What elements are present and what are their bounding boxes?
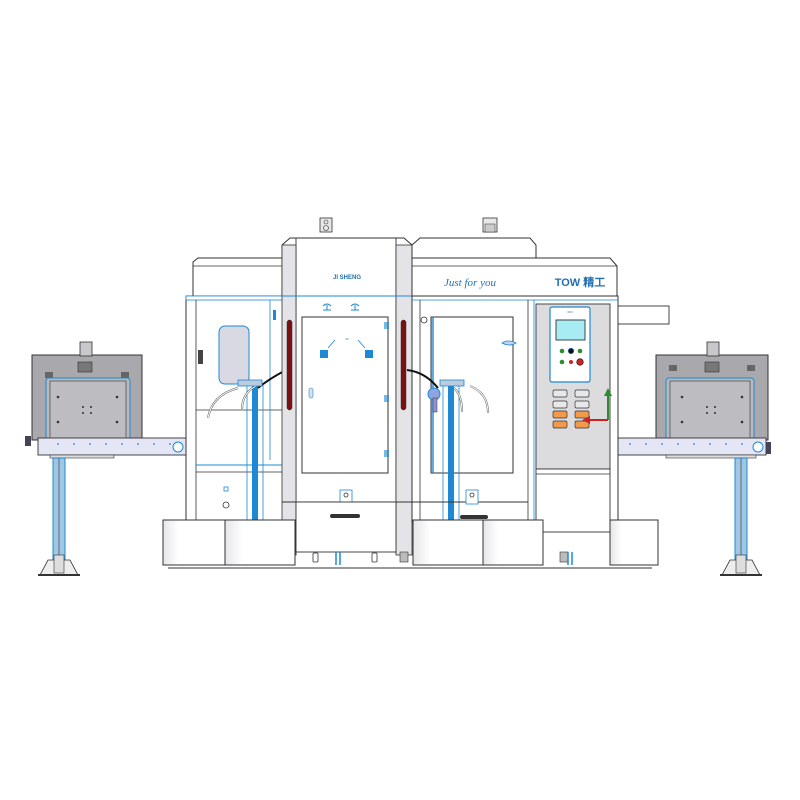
start-button[interactable] xyxy=(559,359,565,365)
left-guard-light-bar xyxy=(286,319,293,411)
slogan-text: Just for you xyxy=(444,277,496,289)
center-top-fitting xyxy=(319,217,333,233)
left-conveyor xyxy=(25,341,187,576)
center-column-cabinet: JI SHENG ≡≡ xyxy=(281,217,413,563)
left-filling-station xyxy=(185,257,291,523)
hmi-bezel xyxy=(549,306,591,383)
right-door-handle xyxy=(501,340,517,346)
center-drawer xyxy=(295,501,397,553)
base-box xyxy=(162,519,226,566)
indicator-button-green[interactable] xyxy=(577,348,583,354)
drawer-handle xyxy=(330,514,360,518)
panel-key-orange[interactable] xyxy=(552,410,568,419)
touch-screen[interactable] xyxy=(555,319,586,341)
panel-key-orange[interactable] xyxy=(574,420,590,429)
panel-key-orange[interactable] xyxy=(552,420,568,429)
brand-text: TOW 精工 xyxy=(555,275,606,289)
base-box xyxy=(609,519,659,566)
svg-text:≡≡≡: ≡≡≡ xyxy=(567,310,573,314)
right-filling-nozzle xyxy=(439,379,465,387)
emergency-stop-button[interactable] xyxy=(576,358,584,366)
nozzle-head-right xyxy=(365,350,373,358)
valve-icon xyxy=(322,303,332,311)
left-viewing-window xyxy=(218,325,250,385)
indicator-button-green[interactable] xyxy=(559,348,565,354)
left-door-latch xyxy=(198,350,203,364)
stop-button[interactable] xyxy=(569,360,573,364)
right-lift-column xyxy=(448,384,454,520)
panel-key[interactable] xyxy=(574,400,590,409)
right-hose xyxy=(406,369,439,389)
panel-key[interactable] xyxy=(574,389,590,398)
right-conveyor xyxy=(613,341,771,576)
left-filling-nozzle xyxy=(237,379,263,387)
panel-key-orange[interactable] xyxy=(574,410,590,419)
base-box xyxy=(412,519,484,566)
right-door xyxy=(430,316,514,474)
svg-text:≡≡: ≡≡ xyxy=(345,337,349,341)
nozzle-head-left xyxy=(320,350,328,358)
panel-key[interactable] xyxy=(552,400,568,409)
right-conveyor-belt xyxy=(613,437,767,456)
indicator-button-black[interactable] xyxy=(567,347,575,355)
base-box xyxy=(224,519,296,566)
base-platform xyxy=(162,519,659,569)
right-guard-light-bar xyxy=(400,319,407,411)
right-conveyor-knob xyxy=(766,442,771,454)
left-conveyor-knob xyxy=(25,436,31,446)
center-column-label: JI SHENG xyxy=(333,275,361,281)
side-shelf xyxy=(617,305,670,325)
base-box xyxy=(482,519,544,566)
panel-key[interactable] xyxy=(552,389,568,398)
valve-icon xyxy=(350,303,360,311)
control-panel: ≡≡≡ xyxy=(535,303,612,563)
left-lift-column xyxy=(252,384,258,520)
left-conveyor-belt xyxy=(37,437,187,456)
